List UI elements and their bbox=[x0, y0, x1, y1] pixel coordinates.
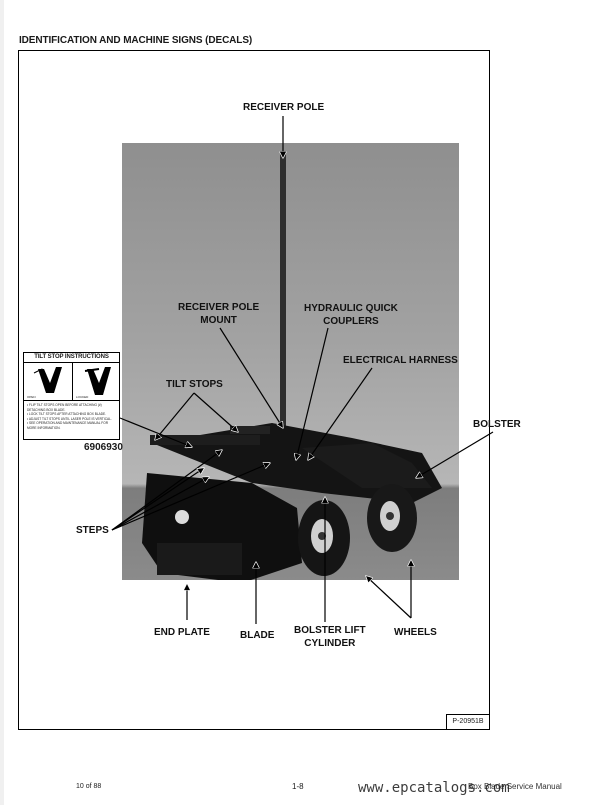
leader-hydraulic-couplers bbox=[296, 327, 329, 460]
callout-line: RECEIVER POLE bbox=[178, 302, 260, 313]
callout-line: MOUNT bbox=[200, 315, 237, 326]
leader-step-2 bbox=[111, 477, 209, 531]
decal-instruction: • LOCK TILT STOPS AFTER ATTACHING BOX BL… bbox=[27, 412, 107, 416]
decal-panels: OPEN LOCKED bbox=[24, 363, 119, 401]
footer-page-count: 10 of 88 bbox=[76, 783, 102, 790]
callout-steps: STEPS bbox=[76, 525, 109, 536]
callout-receiver-pole-mount: RECEIVER POLE MOUNT bbox=[178, 301, 259, 327]
decal-part-number: 6906930 bbox=[84, 442, 123, 453]
decal-label-locked: LOCKED bbox=[76, 395, 89, 399]
callout-hydraulic-quick-couplers: HYDRAULIC QUICK COUPLERS bbox=[304, 302, 398, 328]
footer-manual-title: Box Blade Service Manual bbox=[468, 782, 562, 791]
tilt-stop-open-icon bbox=[33, 367, 62, 393]
leader-electrical-harness bbox=[308, 367, 373, 460]
tilt-stop-decal: TILT STOP INSTRUCTIONS OPEN LOCKED • FLI… bbox=[23, 352, 120, 440]
leader-receiver-pole-mount bbox=[219, 327, 283, 428]
leader-bolster bbox=[416, 431, 494, 478]
leader-step-4 bbox=[111, 468, 204, 531]
tilt-stop-locked-icon bbox=[84, 367, 111, 395]
watermark: www.epcatalogs.com bbox=[358, 780, 510, 796]
callout-line: HYDRAULIC QUICK bbox=[304, 303, 398, 314]
callout-wheels: WHEELS bbox=[394, 627, 437, 638]
decal-panel-open: OPEN bbox=[24, 363, 72, 400]
decal-title: TILT STOP INSTRUCTIONS bbox=[24, 353, 119, 363]
callout-tilt-stops: TILT STOPS bbox=[166, 379, 223, 390]
leader-tilt-stop-2 bbox=[193, 392, 238, 432]
callout-blade: BLADE bbox=[240, 630, 275, 641]
callout-bolster: BOLSTER bbox=[473, 419, 521, 430]
callout-line: CYLINDER bbox=[304, 638, 356, 649]
decal-instruction: • ADJUST TILT STOPS UNTIL LASER POLE IS … bbox=[27, 416, 112, 421]
leader-wheel-1 bbox=[366, 576, 412, 619]
decal-instruction: • SEE OPERATION AND MAINTENANCE MANUAL F… bbox=[27, 421, 108, 430]
leader-tilt-stop-1 bbox=[155, 392, 195, 440]
page-left-edge bbox=[0, 0, 4, 805]
leader-step-3 bbox=[111, 463, 270, 531]
leader-decal bbox=[119, 417, 192, 447]
callout-electrical-harness: ELECTRICAL HARNESS bbox=[343, 355, 458, 366]
footer-page-number: 1-8 bbox=[292, 782, 304, 791]
photo-id: P-20951B bbox=[446, 714, 490, 730]
decal-panel-locked: LOCKED bbox=[72, 363, 121, 400]
decal-label-open: OPEN bbox=[27, 395, 36, 399]
leader-step-1 bbox=[111, 450, 222, 531]
section-title: IDENTIFICATION AND MACHINE SIGNS (DECALS… bbox=[19, 35, 253, 46]
callout-bolster-lift-cylinder: BOLSTER LIFT CYLINDER bbox=[294, 624, 366, 650]
decal-instructions: • FLIP TILT STOPS OPEN BEFORE ATTACHING … bbox=[24, 401, 119, 432]
callout-line: BOLSTER LIFT bbox=[294, 625, 366, 636]
callout-line: COUPLERS bbox=[323, 316, 379, 327]
decal-instruction: • FLIP TILT STOPS OPEN BEFORE ATTACHING … bbox=[27, 403, 102, 412]
callout-end-plate: END PLATE bbox=[154, 627, 210, 638]
callout-receiver-pole: RECEIVER POLE bbox=[243, 102, 325, 113]
